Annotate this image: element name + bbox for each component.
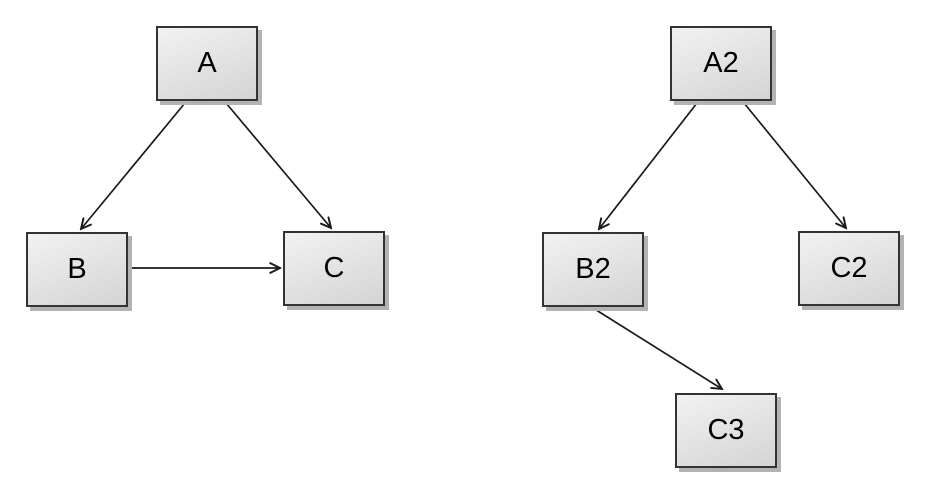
node-c-label: C <box>323 252 345 284</box>
edge-B2-C3[interactable] <box>592 307 722 389</box>
node-c2[interactable]: C2 <box>798 231 900 306</box>
edge-A-B[interactable] <box>81 102 186 229</box>
edge-A-C[interactable] <box>225 102 331 228</box>
node-a2-label: A2 <box>703 47 739 79</box>
node-a2[interactable]: A2 <box>670 26 772 101</box>
node-b-label: B <box>67 253 87 285</box>
node-b[interactable]: B <box>26 232 128 307</box>
node-a-label: A <box>197 47 217 79</box>
node-b2-label: B2 <box>575 253 611 285</box>
node-b2[interactable]: B2 <box>542 232 644 307</box>
edge-A2-C2[interactable] <box>743 102 846 228</box>
node-c[interactable]: C <box>283 231 385 306</box>
node-a[interactable]: A <box>156 26 258 101</box>
node-c3[interactable]: C3 <box>675 393 777 468</box>
edge-A2-B2[interactable] <box>599 102 698 229</box>
node-c2-label: C2 <box>830 252 868 284</box>
node-c3-label: C3 <box>707 414 745 446</box>
